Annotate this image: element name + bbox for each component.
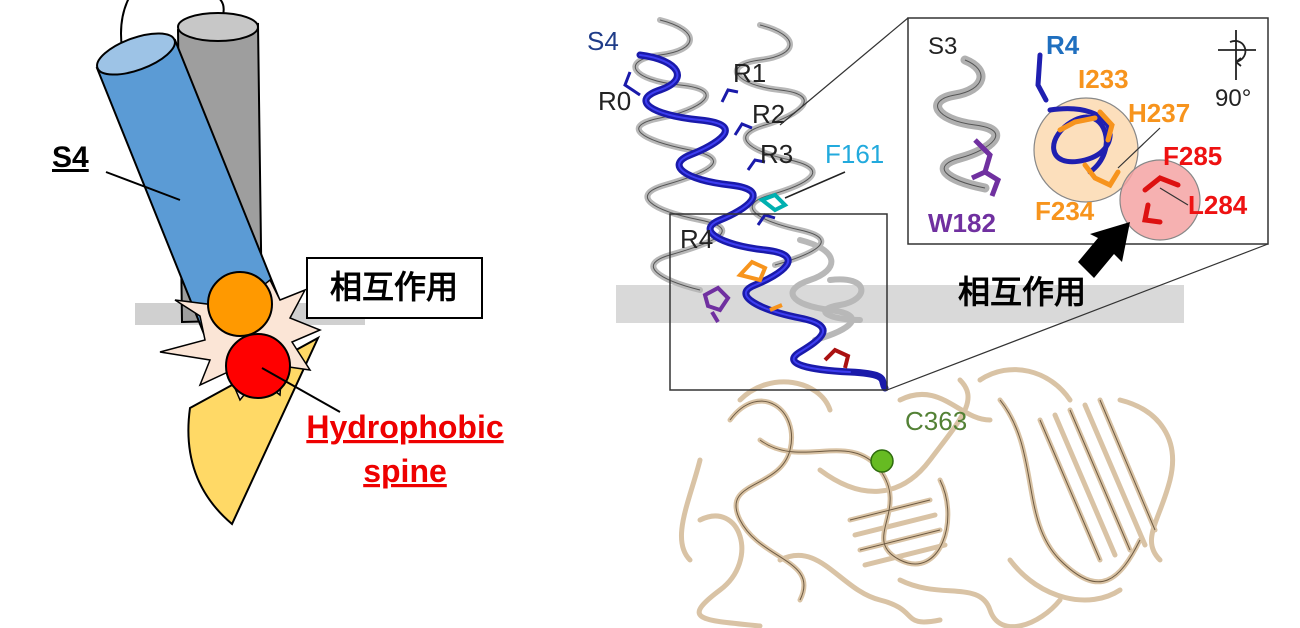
orange-residue-sticks [736,259,783,312]
structure-panel: S4 R0 R1 R2 R3 F161 R4 C363 [587,17,1269,628]
inset-label-f285: F285 [1163,141,1222,171]
zoom-line-top [779,17,909,126]
inset-label-l284: L284 [1188,190,1248,220]
label-c363: C363 [905,406,967,436]
spine-pointer-line [261,367,341,413]
s4-pointer-line [105,171,181,201]
cytoplasmic-domain-shape [187,335,321,526]
h237-pointer-line [1117,127,1161,169]
f161-sticks [757,192,789,213]
spine-label-line2: spine [363,453,447,489]
interaction-arrow [1078,222,1130,278]
inset-label-f234: F234 [1035,196,1095,226]
c363-sphere [870,449,894,473]
label-r1: R1 [733,58,766,88]
inset-label-h237: H237 [1128,98,1190,128]
label-f161: F161 [825,139,884,169]
l284-pointer-line [1159,187,1189,206]
s4-schematic-label: S4 [52,141,89,174]
spine-red-ball [225,333,291,399]
label-r2: R2 [752,99,785,129]
interaction-callout-label: 相互作用 [330,269,458,305]
transmembrane-helices-outline [635,19,822,291]
structure-interaction-label: 相互作用 [958,274,1086,310]
zoom-line-bottom [886,243,1269,391]
inset-red-circle [1119,159,1201,241]
f161-pointer-line [784,171,846,199]
inset-w182-sticks [970,138,1002,197]
s4-helix [95,0,284,336]
inset-label-i233: I233 [1078,64,1129,94]
inset-orange-sticks [1057,109,1121,189]
r-residue-sticks [623,71,776,226]
inset-red-sticks [1142,175,1181,225]
inset-label-r4: R4 [1046,30,1080,60]
purple-residue-sticks [702,285,731,324]
label-r4: R4 [680,224,713,254]
label-s4: S4 [587,26,619,56]
red-residue-sticks [823,347,851,369]
s4-ribbon-highlight [639,54,851,373]
inset-panel: S3 R4 I233 H237 F285 L284 F234 W182 90° [907,17,1269,245]
rotation-axis-icon [1218,30,1256,80]
schematic-panel: S4 相互作用 Hydrophobic spine [52,0,504,526]
cytoplasmic-domain-outline [729,399,1156,601]
spine-orange-ball [207,271,273,337]
label-r0: R0 [598,86,631,116]
interaction-callout-box [306,257,483,319]
spine-label-line1: Hydrophobic [306,409,503,445]
label-r3: R3 [760,139,793,169]
inset-r4-helix [1035,52,1113,175]
inset-label-s3: S3 [928,33,957,60]
zoom-region-box [669,213,888,391]
inset-rotation-label: 90° [1215,85,1251,112]
inset-label-w182: W182 [928,208,996,238]
